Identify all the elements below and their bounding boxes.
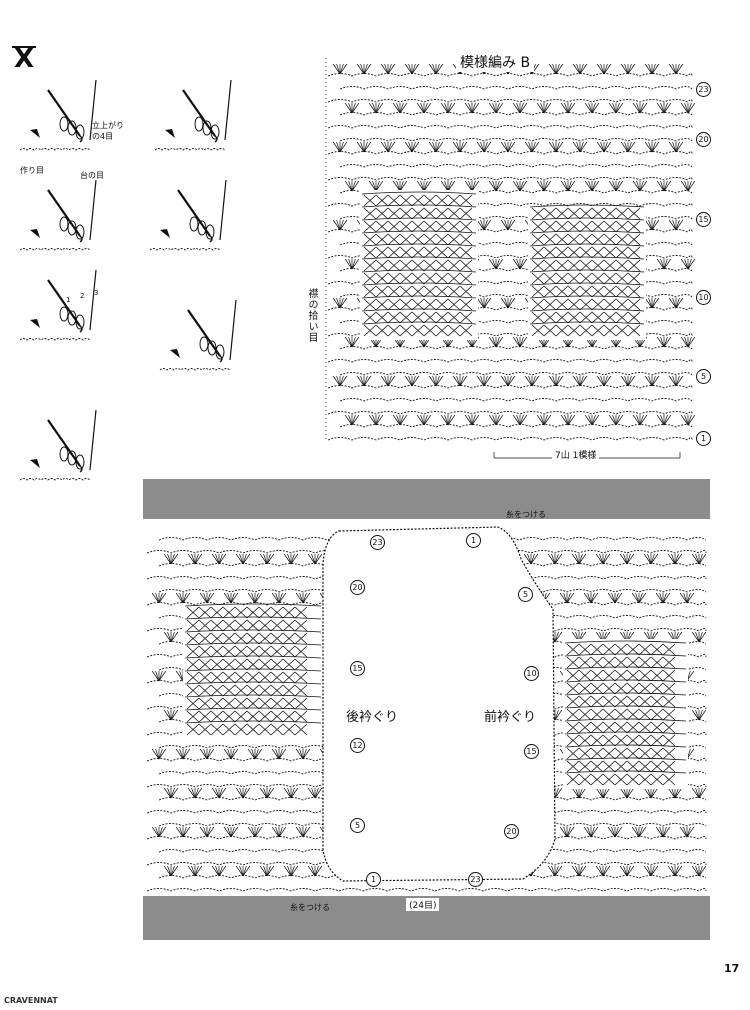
chart-b-title: 模様編み B: [456, 52, 535, 72]
top-gray-band: [143, 479, 710, 519]
hook-drawings: [19, 79, 237, 481]
row-marker-23: 23: [696, 82, 711, 97]
foundation-label: 作り目: [20, 166, 44, 175]
right-marker-5: 5: [518, 587, 533, 602]
chart-b-repeat-label: 7山 1模様: [552, 448, 600, 461]
row-marker-20: 20: [696, 132, 711, 147]
left-marker-23: 23: [370, 535, 385, 550]
front-neck-label: 前衿ぐり: [484, 710, 537, 725]
chart-b-stitches: [325, 58, 696, 459]
step-number-1: 1: [66, 296, 71, 304]
neck-chart-stitches: [146, 526, 707, 892]
chart-b-side-label: 襟の拾い目: [306, 288, 317, 343]
step-number-3: 3: [94, 289, 99, 297]
right-marker-1: 1: [466, 533, 481, 548]
stitch-illustrations: X 立上がり の4目 作り目 台の目 1 2 3: [0, 0, 260, 510]
right-marker-20: 20: [504, 824, 519, 839]
left-marker-12: 12: [350, 738, 365, 753]
left-marker-20: 20: [350, 580, 365, 595]
right-marker-15: 15: [524, 744, 539, 759]
base-stitch-label: 台の目: [80, 171, 104, 180]
neck-chart: [143, 519, 710, 896]
row-marker-5: 5: [696, 369, 711, 384]
symbol-bar: [12, 46, 36, 48]
back-neck-label: 後衿ぐり: [346, 710, 399, 725]
right-marker-10: 10: [524, 666, 539, 681]
step-number-2: 2: [80, 292, 85, 300]
row-marker-10: 10: [696, 290, 711, 305]
left-marker-5: 5: [350, 818, 365, 833]
row-marker-1: 1: [696, 431, 711, 446]
left-marker-15: 15: [350, 661, 365, 676]
start-bottom-label: 糸をつける: [290, 903, 330, 912]
left-marker-1: 1: [366, 872, 381, 887]
stitch-symbol: X: [14, 44, 35, 74]
bottom-count-label: (24目): [406, 898, 440, 911]
chart-b: 模様編み B 襟の拾い目 7山 1模様 23 20 15 10 5 1: [300, 40, 720, 470]
row-marker-15: 15: [696, 212, 711, 227]
start-top-label: 糸をつける: [506, 510, 546, 519]
turning-chain-label: 立上がり の4目: [92, 121, 124, 141]
page-number: 17: [724, 962, 740, 975]
right-marker-23: 23: [468, 872, 483, 887]
watermark: CRAVENNAT: [4, 996, 58, 1005]
